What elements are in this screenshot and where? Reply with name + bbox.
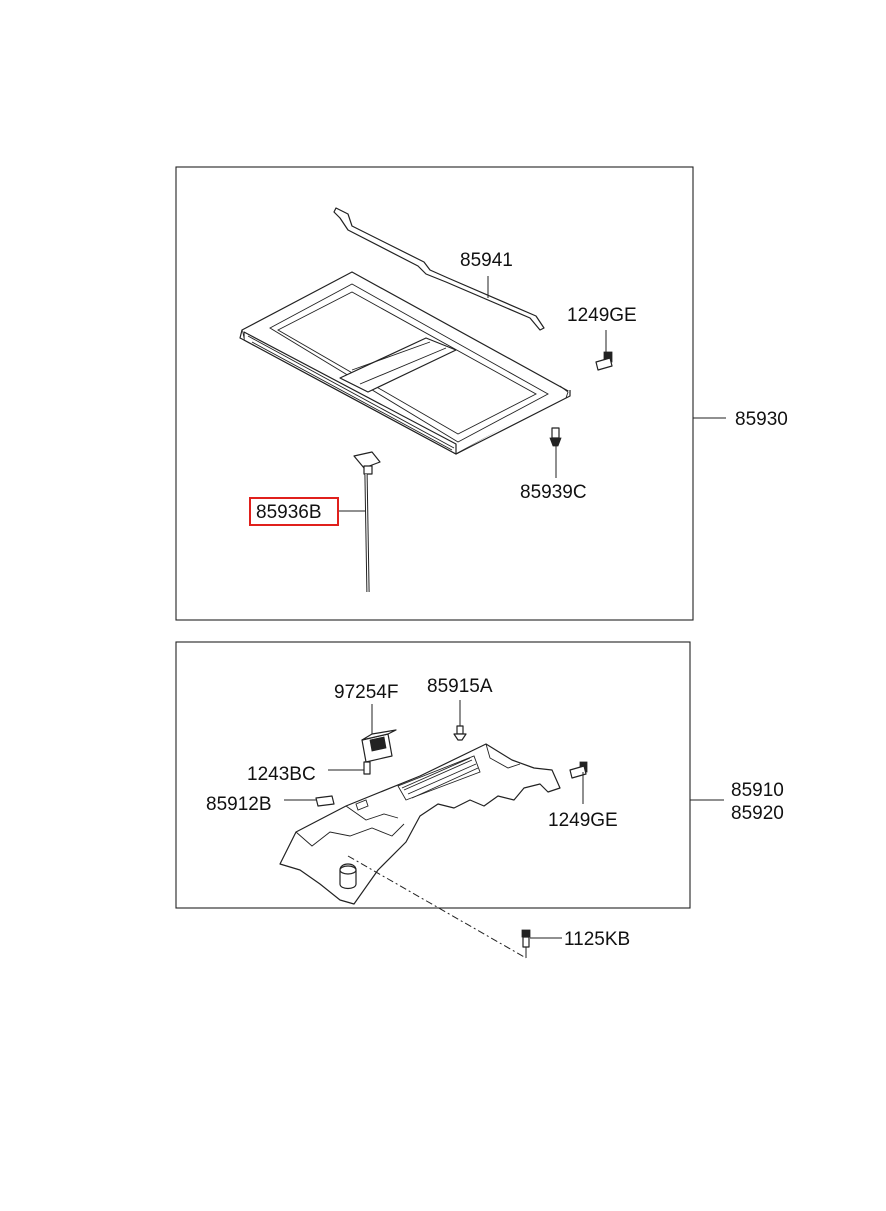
clip-85939c[interactable] xyxy=(549,427,562,447)
leader-1125kb-dashed xyxy=(347,855,527,959)
upper-group: 85941 1249GE 85930 85939C 85936B xyxy=(175,166,788,621)
luggage-covering[interactable] xyxy=(279,743,561,905)
label-1249ge-upper[interactable]: 1249GE xyxy=(567,305,637,326)
label-85939c[interactable]: 85939C xyxy=(520,482,587,503)
upper-group-frame xyxy=(175,166,694,621)
label-85936b[interactable]: 85936B xyxy=(256,502,322,523)
label-85941[interactable]: 85941 xyxy=(460,250,513,271)
screw-1249ge-upper[interactable] xyxy=(595,351,613,371)
clip-85915a[interactable] xyxy=(453,725,467,741)
screw-1249ge-lower[interactable] xyxy=(569,761,588,779)
label-1243bc[interactable]: 1243BC xyxy=(247,764,316,785)
box-97254f[interactable] xyxy=(361,729,397,763)
retainer-strip[interactable] xyxy=(333,207,545,331)
lower-group-frame xyxy=(175,641,691,909)
bolt-1125kb[interactable] xyxy=(521,929,531,948)
label-85915a[interactable]: 85915A xyxy=(427,676,493,697)
label-85920[interactable]: 85920 xyxy=(731,803,784,824)
support-rod-85936b[interactable] xyxy=(353,451,381,593)
label-85910[interactable]: 85910 xyxy=(731,780,784,801)
label-97254f[interactable]: 97254F xyxy=(334,682,398,703)
label-1125kb[interactable]: 1125KB xyxy=(564,929,630,950)
label-85912b[interactable]: 85912B xyxy=(206,794,272,815)
label-85930[interactable]: 85930 xyxy=(735,409,788,430)
bracket-85912b[interactable] xyxy=(315,795,335,807)
lower-group: 97254F 85915A 1243BC 85912B 85910 85920 … xyxy=(175,641,784,959)
label-1249ge-lower[interactable]: 1249GE xyxy=(548,810,618,831)
package-tray-panel[interactable] xyxy=(239,271,571,455)
highlight-box-85936b xyxy=(249,497,339,526)
bolt-1243bc[interactable] xyxy=(363,761,371,775)
